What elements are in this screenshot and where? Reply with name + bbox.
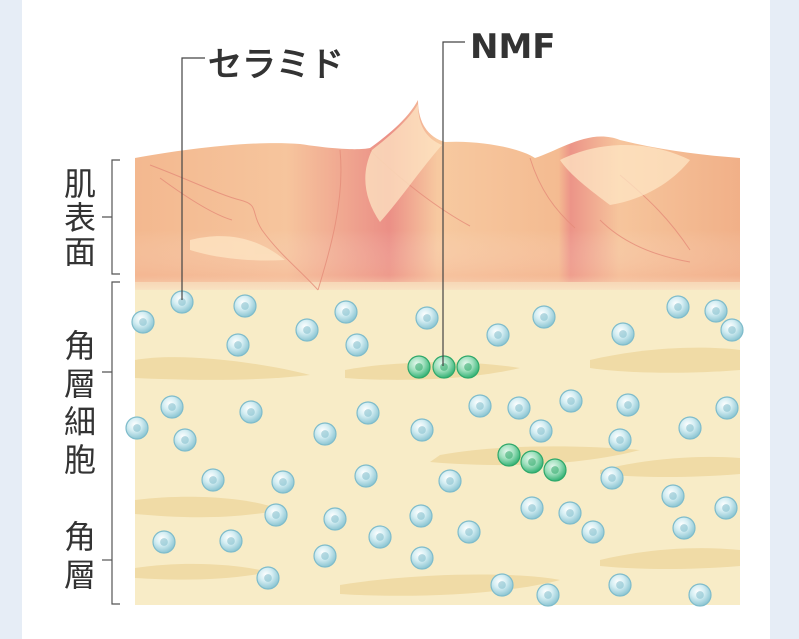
ceramide-particle-core: [686, 424, 694, 432]
ceramide-particle-core: [139, 318, 147, 326]
ceramide-particle-core: [160, 538, 168, 546]
ceramide-particle-core: [209, 476, 217, 484]
ceramide-particle-core: [331, 515, 339, 523]
corneocytes-label-char: 角: [64, 327, 96, 365]
corneocytes-label-char: 胞: [64, 441, 96, 479]
ceramide-particle-core: [712, 307, 720, 315]
ceramide-particle-core: [544, 591, 552, 599]
ceramide-particle-core: [696, 591, 704, 599]
surface-fade: [135, 230, 740, 290]
ceramide-callout-line: [181, 57, 205, 300]
stratum-corneum-label-char: 層: [64, 556, 96, 594]
ceramide-particle-core: [589, 528, 597, 536]
ceramide-particle-core: [181, 436, 189, 444]
corneocytes-label-char: 層: [64, 365, 96, 403]
ceramide-particle-core: [680, 524, 688, 532]
nmf-particle-core: [528, 458, 536, 466]
skin-surface-label-char: 肌: [64, 165, 96, 203]
nmf-label: NMF: [470, 27, 556, 67]
ceramide-particle-core: [227, 537, 235, 545]
ceramide-label: セラミド: [208, 45, 344, 85]
ceramide-particle-core: [272, 511, 280, 519]
ceramide-particle-core: [616, 436, 624, 444]
ceramide-particle-core: [528, 504, 536, 512]
ceramide-particle-core: [241, 302, 249, 310]
ceramide-particle-core: [321, 552, 329, 560]
ceramide-particle-core: [616, 581, 624, 589]
ceramide-particle-core: [465, 528, 473, 536]
nmf-particle-core: [440, 363, 448, 371]
ceramide-particle-core: [566, 509, 574, 517]
ceramide-particle-core: [674, 303, 682, 311]
ceramide-particle-core: [234, 341, 242, 349]
nmf-particle-core: [464, 363, 472, 371]
ceramide-particle-core: [264, 574, 272, 582]
ceramide-particle-core: [178, 298, 186, 306]
ceramide-particle-core: [567, 397, 575, 405]
ceramide-particle-core: [476, 402, 484, 410]
skin-surface-bracket: [102, 159, 120, 275]
ceramide-particles: [125, 290, 744, 607]
ceramide-particle-core: [364, 409, 372, 417]
ceramide-particle-core: [669, 492, 677, 500]
nmf-callout-line: [442, 41, 465, 366]
ceramide-particle-core: [362, 472, 370, 480]
ceramide-particle-core: [608, 474, 616, 482]
skin-surface-label-char: 面: [64, 233, 96, 271]
ceramide-particle-core: [247, 408, 255, 416]
ceramide-particle-core: [723, 404, 731, 412]
ceramide-particle-core: [342, 308, 350, 316]
ceramide-particle-core: [619, 330, 627, 338]
ceramide-particle-core: [353, 341, 361, 349]
corneocytes-bracket: [102, 281, 120, 605]
ceramide-particle-core: [376, 533, 384, 541]
ceramide-particle-core: [540, 313, 548, 321]
nmf-particles: [407, 355, 567, 482]
ceramide-particle-core: [418, 554, 426, 562]
ceramide-particle-core: [168, 403, 176, 411]
ceramide-particle-core: [728, 326, 736, 334]
ceramide-particle-core: [722, 504, 730, 512]
ceramide-particle-core: [418, 426, 426, 434]
skin-surface-label-char: 表: [64, 199, 96, 237]
layer-brackets: [102, 159, 120, 605]
ceramide-particle-core: [417, 512, 425, 520]
ceramide-particle-core: [537, 427, 545, 435]
ceramide-particle-core: [423, 314, 431, 322]
corneocytes-label-char: 細: [64, 403, 96, 441]
nmf-particle-core: [505, 451, 513, 459]
ceramide-particle-core: [624, 401, 632, 409]
ceramide-particle-core: [494, 331, 502, 339]
surface-highlights: [190, 104, 690, 261]
ceramide-particle-core: [498, 581, 506, 589]
callout-lines: [181, 41, 465, 366]
ceramide-particle-core: [133, 424, 141, 432]
ceramide-particle-core: [279, 478, 287, 486]
stratum-corneum-label-char: 角: [64, 518, 96, 556]
nmf-particle-core: [415, 363, 423, 371]
nmf-particle-core: [551, 466, 559, 474]
ceramide-particle-core: [303, 326, 311, 334]
ceramide-particle-core: [515, 404, 523, 412]
ceramide-particle-core: [446, 477, 454, 485]
ceramide-particle-core: [321, 430, 329, 438]
